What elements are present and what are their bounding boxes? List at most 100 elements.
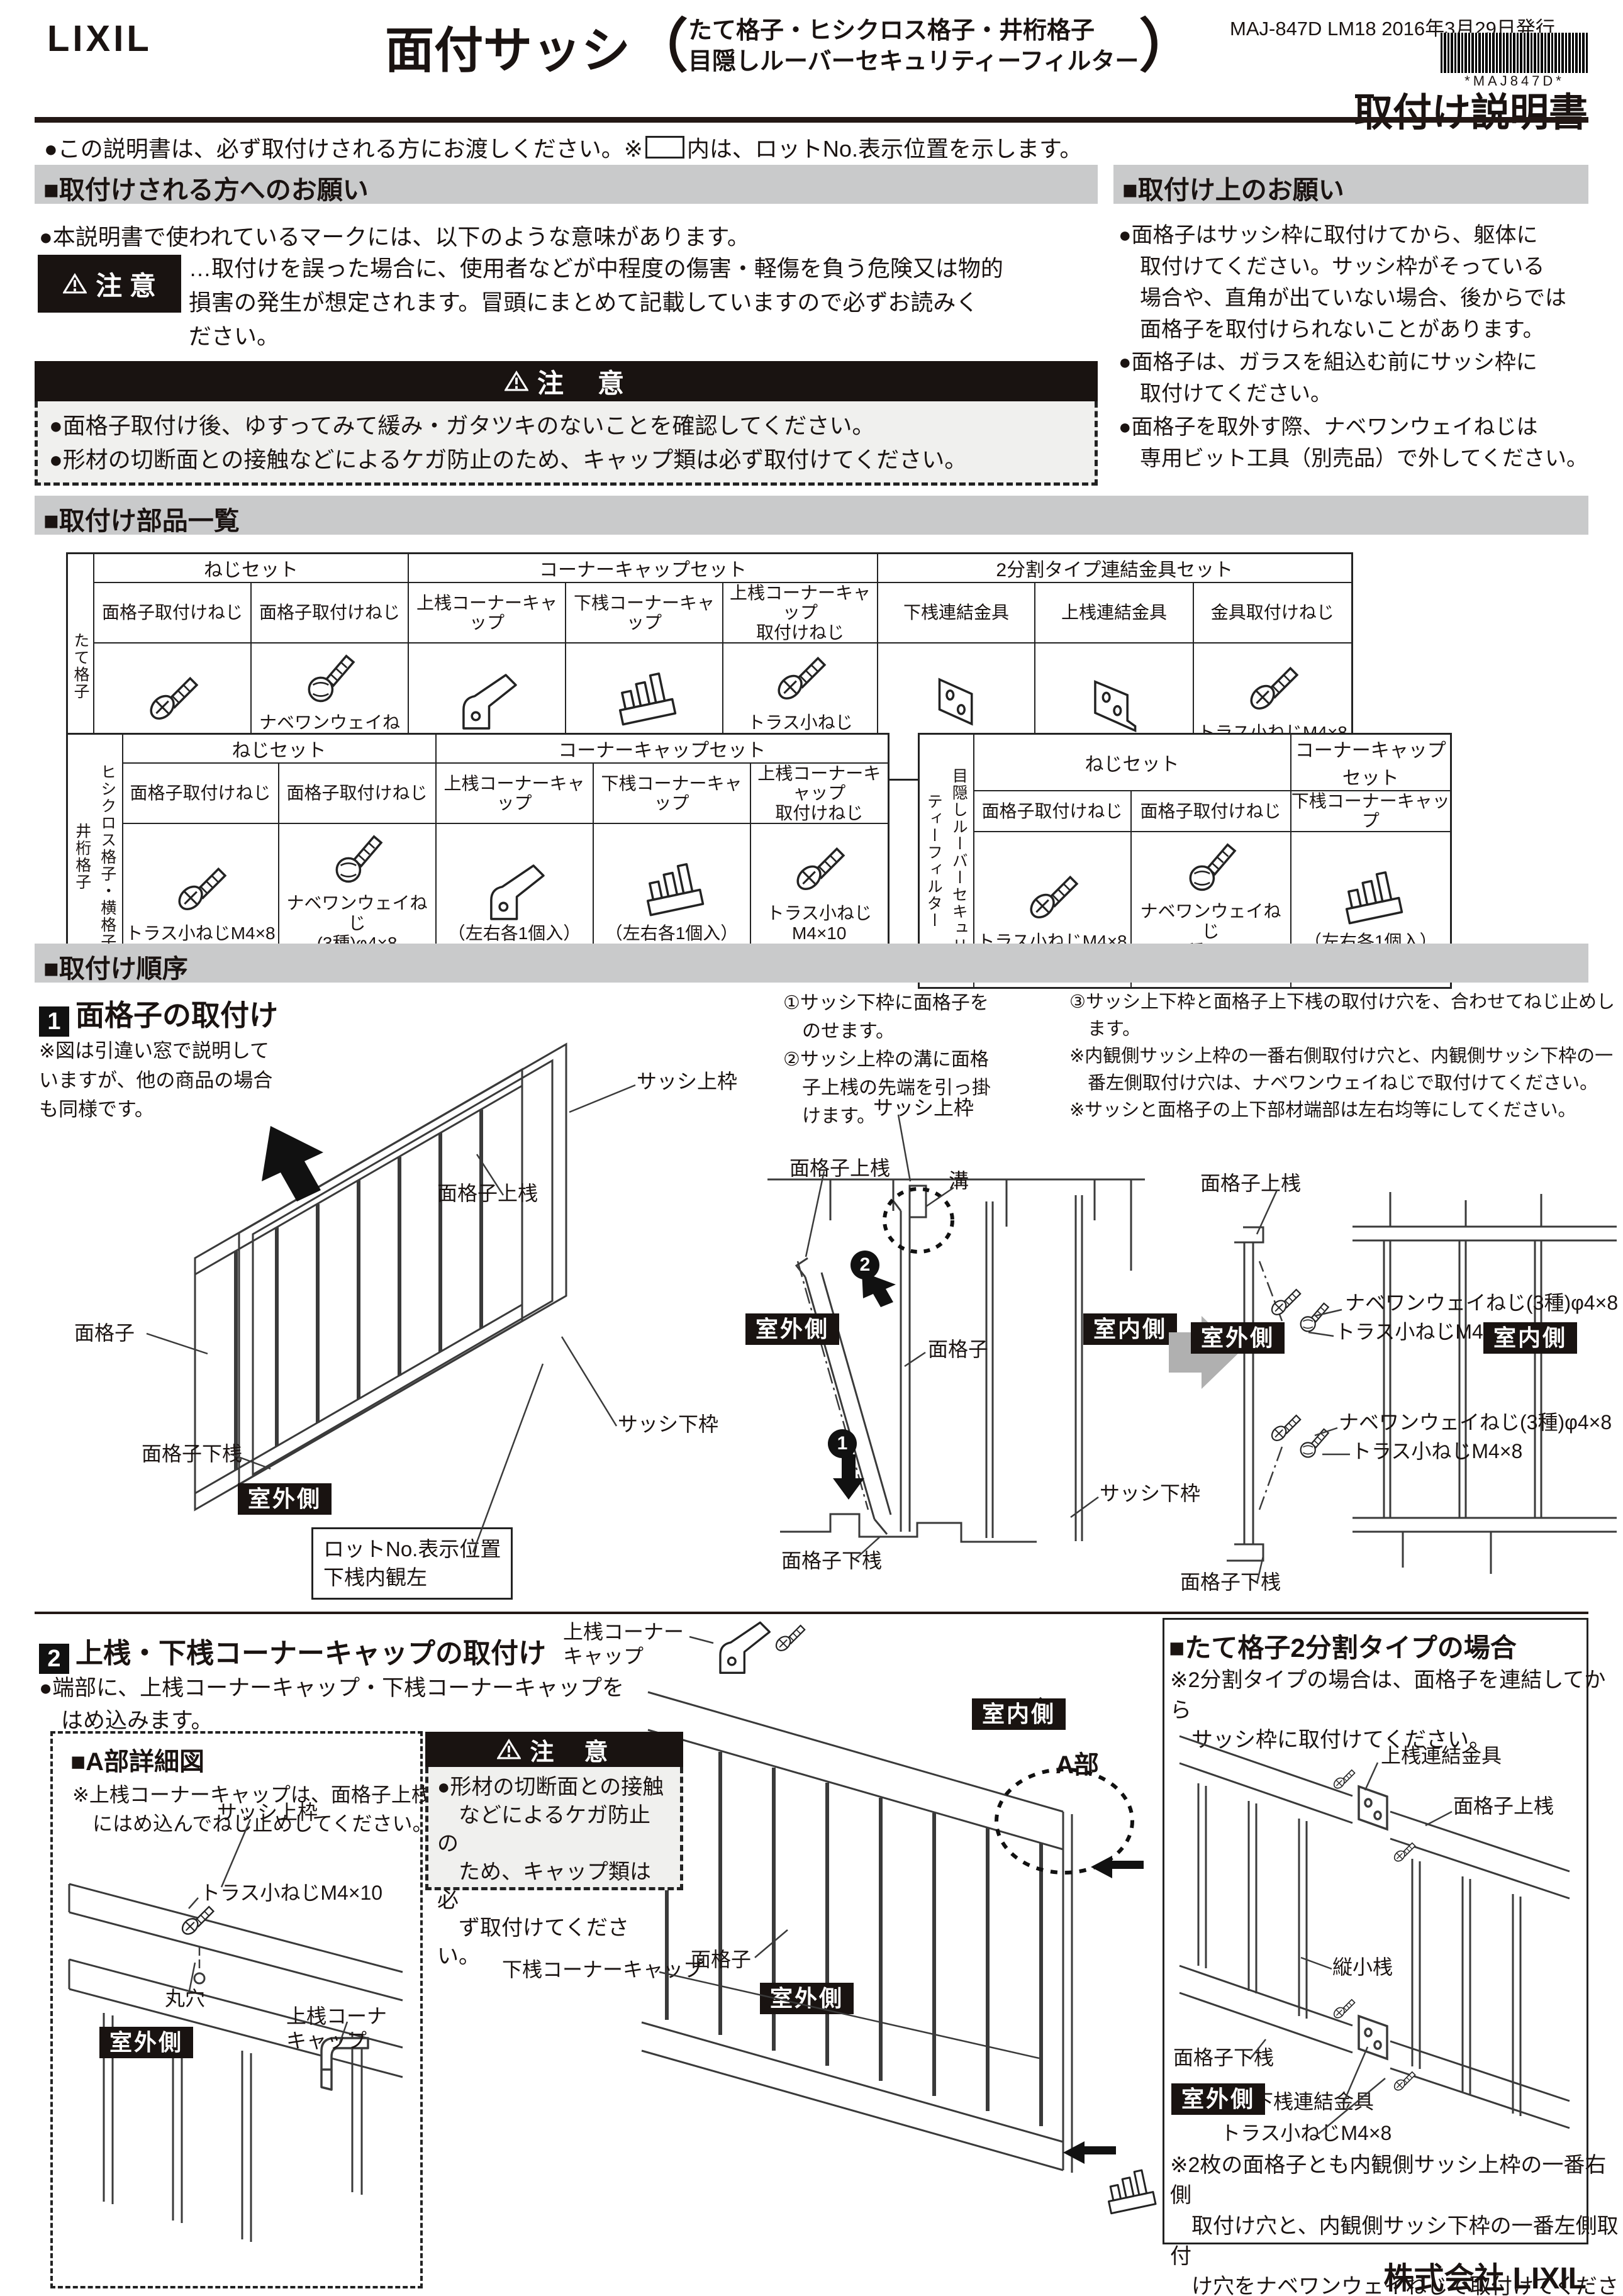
caution1-header: 注 意 [35, 361, 1098, 401]
label-vertical-bar: 縦小桟 [1332, 1956, 1393, 1978]
lower-cap-icon [613, 671, 677, 726]
truss-screw-icon [1025, 876, 1078, 923]
instructions-left: ①サッシ下枠に面格子を のせます。 ②サッシ上枠の溝に面格 子上桟の先端を引っ掛… [783, 993, 991, 1127]
truss-screw-icon [1246, 667, 1298, 715]
section-hook-diagram [767, 1178, 1145, 1543]
t1-c7-header: 上桟連結金具 [1034, 581, 1194, 644]
cap-install-diagram [641, 1691, 1157, 2215]
t1-c4-header: 下桟コーナーキャップ [565, 581, 723, 644]
label-sash-upper: サッシ上枠 [217, 1801, 318, 1824]
caution-tag-desc: …取付けを誤った場合に、使用者などが中程度の傷害・軽傷を負う危険又は物的 損害の… [189, 255, 1003, 349]
step-marker-1: 1 [828, 1429, 857, 1458]
warning-icon [505, 371, 528, 391]
split-note2: ※2枚の面格子とも内観側サッシ上枠の一番右側 取付け穴と、内観側サッシ下枠の一番… [1170, 2153, 1619, 2296]
title-paren-close: ） [1139, 14, 1197, 79]
caution1-box: ●面格子取付け後、ゆすってみて緩み・ガタツキのないことを確認してください。 ●形… [35, 401, 1098, 486]
label-sash-upper: サッシ上枠 [637, 1070, 738, 1093]
inside-badge: 室内側 [1483, 1322, 1578, 1354]
label-grille-lower: 面格子下桟 [142, 1442, 243, 1465]
t2-c2-header: 面格子取付けねじ [277, 762, 437, 825]
lower-bracket-icon [938, 678, 973, 725]
label-lower-bracket: 下桟連結金具 [1253, 2090, 1375, 2113]
step-marker-2: 2 [851, 1251, 879, 1279]
truss-screw-icon [145, 677, 198, 725]
label-groove: 溝 [949, 1169, 969, 1192]
split-type-box [1163, 1618, 1588, 2244]
label-grille-upper: 面格子上桟 [1200, 1172, 1302, 1195]
label-a-part: A部 [1056, 1751, 1099, 1779]
caution2-header: 注 意 [425, 1732, 683, 1767]
lower-cap-icon [640, 861, 704, 917]
inside-badge: 室内側 [972, 1698, 1066, 1730]
label-grille-lower: 面格子下桟 [1180, 1571, 1281, 1593]
label-truss-screw: トラス小ねじM4×8 [1220, 2122, 1392, 2144]
request-title-bar: ■取付けされる方へのお願い [35, 165, 1098, 204]
truss-screw-icon [773, 657, 826, 705]
t1-c1-header: 面格子取付けねじ [93, 581, 252, 644]
step1-note: ※図は引違い窓で説明して いますが、他の商品の場合 も同様です。 [39, 1040, 273, 1120]
outside-badge: 室外側 [745, 1313, 840, 1345]
direction-arrow [262, 1126, 323, 1201]
onmount-item1: ●面格子はサッシ枠に取付けてから、躯体に 取付けてください。サッシ枠がそっている… [1118, 223, 1566, 342]
label-oneway-screw: ナベワンウェイねじ(3種)φ4×8 [1339, 1411, 1612, 1434]
truss-screw-icon [792, 847, 845, 895]
title-paren-open: （ [630, 14, 689, 79]
intro-line: ●この説明書は、必ず取付けされる方にお渡しください。※内は、ロットNo.表示位置… [44, 131, 1082, 164]
t3-c2-header: 面格子取付けねじ [1130, 790, 1291, 832]
label-grille-lower: 面格子下桟 [1173, 2046, 1274, 2069]
t3-group2: コーナーキャップセット [1290, 733, 1452, 791]
warning-icon [497, 1739, 521, 1759]
company-footer: 株式会社 LIXIL [1383, 2262, 1587, 2295]
outside-badge: 室外側 [1171, 2083, 1266, 2115]
lot-number-note: ロットNo.表示位置 下桟内観左 [311, 1527, 513, 1600]
label-grille-upper: 面格子上桟 [1453, 1795, 1554, 1817]
t3-group1: ねじセット [973, 733, 1291, 791]
parts-title-bar: ■取付け部品一覧 [35, 496, 1588, 535]
upper-bracket-icon [1094, 681, 1137, 732]
procedure-title-bar: ■取付け順序 [35, 944, 1588, 983]
step2-title-text: 上桟・下桟コーナーキャップの取付け [75, 1638, 546, 1669]
t1-group3: 2分割タイプ連結金具セット [877, 552, 1352, 583]
doc-type: 取付け説明書 [1353, 91, 1588, 135]
label-grille: 面格子 [691, 1948, 752, 1971]
label-sash-lower: サッシ下枠 [1100, 1482, 1201, 1505]
step1-number: 1 [39, 1006, 69, 1037]
caution2-title: 注 意 [530, 1739, 611, 1766]
step1-title-text: 面格子の取付け [75, 999, 278, 1032]
label-upper-bracket: 上桟連結金具 [1381, 1744, 1502, 1767]
t2-group2: コーナーキャップセット [435, 733, 890, 764]
label-grille-upper: 面格子上桟 [789, 1157, 891, 1179]
t2-group1: ねじセット [121, 733, 437, 764]
truss-screw-icon [173, 868, 226, 915]
title-main: 面付サッシ [385, 23, 631, 78]
label-oneway-screw: ナベワンウェイねじ(3種)φ4×8 [1345, 1291, 1619, 1314]
lixil-logo: LIXIL [47, 18, 152, 59]
lot-box-glyph [645, 136, 684, 159]
outside-badge: 室外側 [1191, 1322, 1285, 1354]
t2-c4-header: 下桟コーナーキャップ [592, 762, 751, 825]
t2-c4-caption: （左右各1個入） [605, 923, 739, 944]
corner-cap-icon [1339, 869, 1403, 925]
outside-badge: 室外側 [238, 1483, 332, 1515]
caution1-title: 注 意 [537, 368, 628, 398]
t2-c1-header: 面格子取付けねじ [121, 762, 279, 825]
t1-c8-header: 金具取付けねじ [1193, 581, 1352, 644]
label-grille-upper: 面格子上桟 [437, 1182, 538, 1205]
caution-tag-label: 注 意 [96, 270, 156, 301]
inside-badge: 室内側 [1083, 1313, 1178, 1345]
upper-cap-icon [462, 674, 517, 730]
t2-c5-header: 上桟コーナーキャップ 取付けねじ [749, 762, 890, 825]
t3-c1-header: 面格子取付けねじ [973, 790, 1132, 832]
label-grille: 面格子 [74, 1322, 135, 1344]
label-grille: 面格子 [928, 1338, 989, 1361]
t1-c6-header: 下桟連結金具 [877, 581, 1035, 644]
label-upper-corner-cap: 上桟コーナー キャップ [563, 1620, 684, 1668]
intro-pre: ●この説明書は、必ず取付けされる方にお渡しください。※ [44, 136, 643, 162]
t1-c3-header: 上桟コーナーキャップ [408, 581, 566, 644]
oneway-screw-icon [308, 655, 355, 703]
barcode [1441, 33, 1588, 73]
outside-badge: 室外側 [760, 1983, 854, 2014]
step2-number: 2 [39, 1644, 69, 1674]
